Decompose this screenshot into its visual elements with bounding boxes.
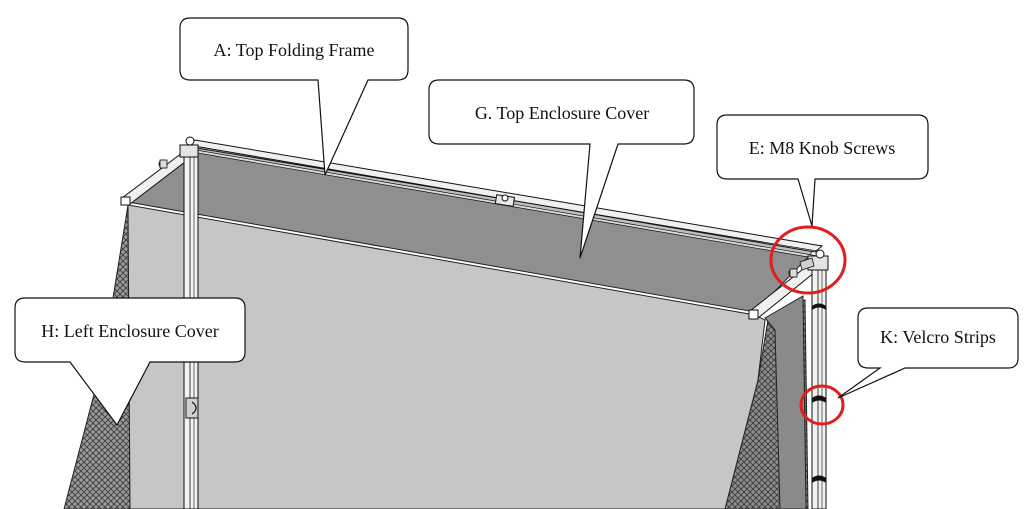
callout-left-enclosure-cover: H: Left Enclosure Cover xyxy=(14,297,246,427)
label-m8-knob-screws: E: M8 Knob Screws xyxy=(749,138,896,158)
red-ring-icon xyxy=(799,384,845,426)
red-ring-icon xyxy=(769,225,847,295)
label-velcro-strips: K: Velcro Strips xyxy=(880,327,996,347)
label-top-folding-frame: A: Top Folding Frame xyxy=(214,40,375,60)
callout-m8-knob-screws: E: M8 Knob Screws xyxy=(716,114,929,227)
callout-velcro-strips: K: Velcro Strips xyxy=(837,307,1019,399)
frame-hinge xyxy=(494,194,516,207)
label-left-enclosure-cover: H: Left Enclosure Cover xyxy=(41,321,218,341)
right-corner-knobs xyxy=(788,249,829,278)
right-side-panel xyxy=(764,295,807,509)
velcro-strap-icon xyxy=(812,303,826,483)
label-top-enclosure-cover: G. Top Enclosure Cover xyxy=(475,103,649,123)
left-corner-knobs xyxy=(158,136,199,169)
top-folding-frame xyxy=(186,139,824,259)
callout-top-folding-frame: A: Top Folding Frame xyxy=(179,17,409,176)
callout-top-enclosure-cover: G. Top Enclosure Cover xyxy=(428,79,695,259)
